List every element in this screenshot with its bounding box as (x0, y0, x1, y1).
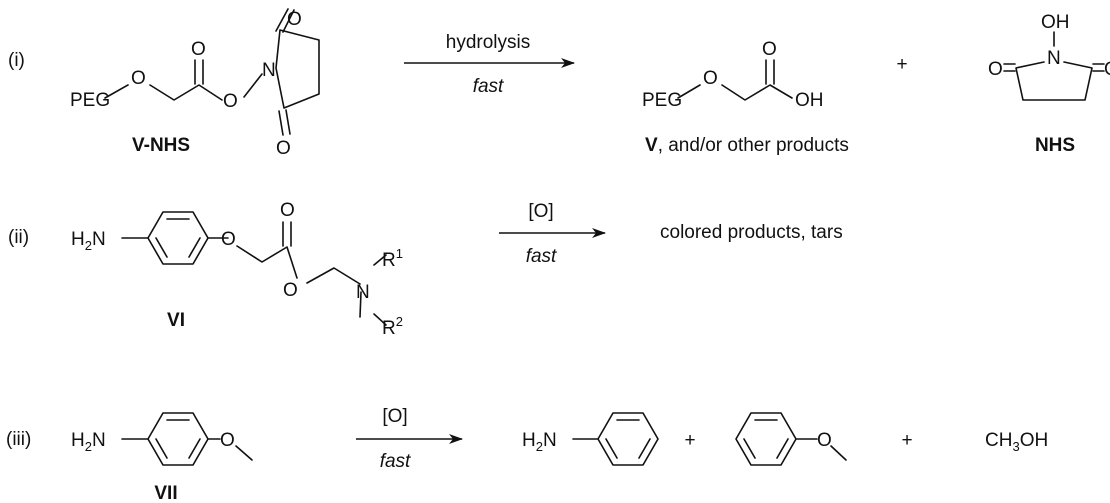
v-bonds (677, 59, 793, 101)
reaction-ii-condition-bottom: fast (526, 246, 557, 267)
v-nhs-atom-o-top: O (287, 9, 302, 30)
reaction-i-condition-top: hydrolysis (446, 32, 530, 53)
vii-chain-bonds (121, 438, 253, 461)
reaction-label-ii: (ii) (8, 227, 29, 248)
v-nhs-atom-o-ester: O (223, 91, 238, 112)
v-nhs-atom-n: N (262, 60, 276, 81)
reaction-iii-condition-bottom: fast (380, 451, 411, 472)
vi-ring-bonds (147, 211, 209, 265)
nhs-atom-oh: OH (1041, 12, 1070, 33)
v-nhs-label: V-NHS (132, 135, 190, 156)
molecule-vii: H2N O VII (71, 412, 253, 503)
vi-atom-o-ester: O (283, 280, 298, 301)
v-nhs-atom-o-carbonyl: O (191, 39, 206, 60)
vi-atom-r1: R1 (382, 246, 403, 271)
vii-atom-h2n: H2N (71, 430, 106, 454)
nhs-atom-o-left: O (988, 59, 1003, 80)
vi-atom-o-carbonyl: O (280, 200, 295, 221)
v-atom-o-ether: O (703, 68, 718, 89)
vii-label: VII (154, 483, 177, 503)
vi-atom-o-ether: O (221, 229, 236, 250)
molecule-vi: H2N O O O N R1 R2 VI (71, 200, 403, 339)
aniline-bonds (572, 412, 659, 466)
methanol-formula: CH3OH (985, 430, 1048, 454)
reaction-iii-plus-1: + (684, 430, 695, 451)
vii-atom-o: O (220, 430, 235, 451)
v-nhs-bonds (104, 8, 320, 136)
v-nhs-atom-peg: PEG (70, 90, 110, 111)
reaction-i: (i) PEG O O O N O O V-NHS hydrolysis fas… (8, 8, 1110, 159)
reaction-ii-condition-top: [O] (528, 201, 553, 222)
reaction-iii-plus-2: + (901, 430, 912, 451)
v-nhs-atom-o-bottom: O (276, 138, 291, 159)
v-label: V, and/or other products (645, 135, 849, 156)
molecule-v: PEG O O OH V, and/or other products (642, 39, 849, 156)
v-atom-peg: PEG (642, 90, 682, 111)
v-atom-oh: OH (795, 90, 824, 111)
reaction-i-condition-bottom: fast (473, 76, 504, 97)
nhs-bonds (1003, 31, 1105, 101)
vi-chain-bonds (121, 221, 387, 326)
nhs-atom-o-right: O (1104, 59, 1110, 80)
vii-ring-bonds (147, 412, 209, 466)
reaction-iii: (iii) H2N O VII [O] fast H2N + O + CH3OH (6, 406, 1048, 503)
reaction-ii-product-text: colored products, tars (660, 222, 843, 243)
nhs-label: NHS (1035, 135, 1075, 156)
v-nhs-atom-o-ether: O (131, 68, 146, 89)
reaction-i-plus: + (896, 54, 907, 75)
reaction-iii-condition-top: [O] (382, 406, 407, 427)
reaction-label-iii: (iii) (6, 429, 31, 450)
nhs-atom-n: N (1047, 48, 1061, 69)
v-atom-o-carbonyl: O (762, 39, 777, 60)
reaction-label-i: (i) (8, 50, 25, 71)
molecule-anisole: O (735, 412, 847, 466)
molecule-aniline: H2N (522, 412, 659, 466)
vi-atom-r2: R2 (382, 314, 403, 339)
vi-label: VI (167, 310, 185, 331)
molecule-nhs: OH N O O NHS (988, 12, 1110, 156)
vi-atom-n: N (356, 282, 370, 303)
anisole-bonds (735, 412, 847, 466)
aniline-atom-h2n: H2N (522, 430, 557, 454)
molecule-v-nhs: PEG O O O N O O V-NHS (70, 8, 320, 159)
reaction-ii: (ii) H2N O O O N R1 R2 VI [O] fast color… (8, 200, 843, 339)
anisole-atom-o: O (817, 430, 832, 451)
vi-atom-h2n: H2N (71, 229, 106, 253)
